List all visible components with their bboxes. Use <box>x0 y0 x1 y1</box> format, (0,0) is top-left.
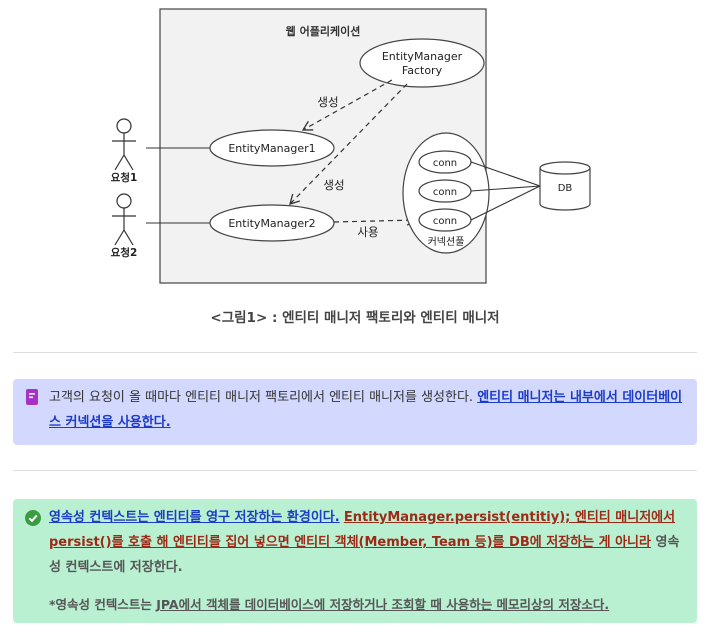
divider-2 <box>13 470 697 471</box>
divider <box>13 352 697 353</box>
conn-label-2: conn <box>433 187 457 198</box>
diagram-svg: 웹 어플리케이션 EntityManager Factory EntityMan… <box>111 8 591 284</box>
persist-explanation: EntityManager.persist(entitiy); 엔티티 매니저에… <box>49 510 676 550</box>
conn-label-1: conn <box>433 158 457 169</box>
web-app-title: 웹 어플리케이션 <box>286 24 361 38</box>
em1-label: EntityManager1 <box>228 142 315 155</box>
callout-success-note: *영속성 컨텍스트는 JPA에서 객체를 데이터베이스에 저장하거나 조회할 때… <box>49 592 685 617</box>
actor-2-icon <box>112 193 136 246</box>
figure-caption: <그림1> : 엔티티 매니저 팩토리와 엔티티 매니저 <box>0 306 710 326</box>
use-label: 사용 <box>357 225 378 239</box>
persistence-context-definition: 영속성 컨텍스트는 엔티티를 영구 저장하는 환경이다. <box>49 510 340 525</box>
create-label-1: 생성 <box>317 95 338 109</box>
note-prefix: *영속성 컨텍스트는 <box>49 597 157 612</box>
caption-prefix: <그림1> <box>210 310 268 326</box>
caption-text: : 엔티티 매니저 팩토리와 엔티티 매니저 <box>267 310 500 326</box>
db-label: DB <box>558 183 573 194</box>
actor-1-icon <box>112 118 136 171</box>
entity-manager-factory <box>359 38 485 88</box>
actor-1-label: 요청1 <box>111 171 138 184</box>
callout-info: 고객의 요청이 올 때마다 엔티티 매니저 팩토리에서 엔티티 매니저를 생성한… <box>13 379 697 445</box>
em2-label: EntityManager2 <box>228 217 315 230</box>
factory-label-2: Factory <box>402 64 443 77</box>
bookmark-icon <box>25 389 39 414</box>
callout-info-text: 고객의 요청이 올 때마다 엔티티 매니저 팩토리에서 엔티티 매니저를 생성한… <box>49 390 478 405</box>
db-line-2 <box>470 185 541 192</box>
diagram: 웹 어플리케이션 EntityManager Factory EntityMan… <box>0 0 710 300</box>
use-arrow <box>333 214 418 226</box>
db-line-3 <box>470 185 541 221</box>
db-cylinder <box>539 161 591 211</box>
persist-conclusion: 영속성 컨텍스트에 저장한다. <box>49 535 680 575</box>
pool-label: 커넥션풀 <box>428 236 465 248</box>
callout-success: 영속성 컨텍스트는 엔티티를 영구 저장하는 환경이다. EntityManag… <box>13 499 697 623</box>
create-label-2: 생성 <box>323 178 344 192</box>
note-text: JPA에서 객체를 데이터베이스에 저장하거나 조회할 때 사용하는 메모리상의… <box>156 597 610 612</box>
callout-info-link[interactable]: 엔티티 매니저는 내부에서 데이터베이스 커넥션을 사용한다. <box>49 390 683 430</box>
create-arrow-1 <box>301 79 393 131</box>
db-line-1 <box>470 161 541 187</box>
factory-label-1: EntityManager <box>382 50 463 63</box>
callout-success-paragraph: 영속성 컨텍스트는 엔티티를 영구 저장하는 환경이다. EntityManag… <box>49 505 685 580</box>
conn-label-3: conn <box>433 216 457 227</box>
check-circle-icon <box>25 510 41 535</box>
create-arrow-2 <box>289 83 408 205</box>
actor-2-label: 요청2 <box>111 246 138 259</box>
